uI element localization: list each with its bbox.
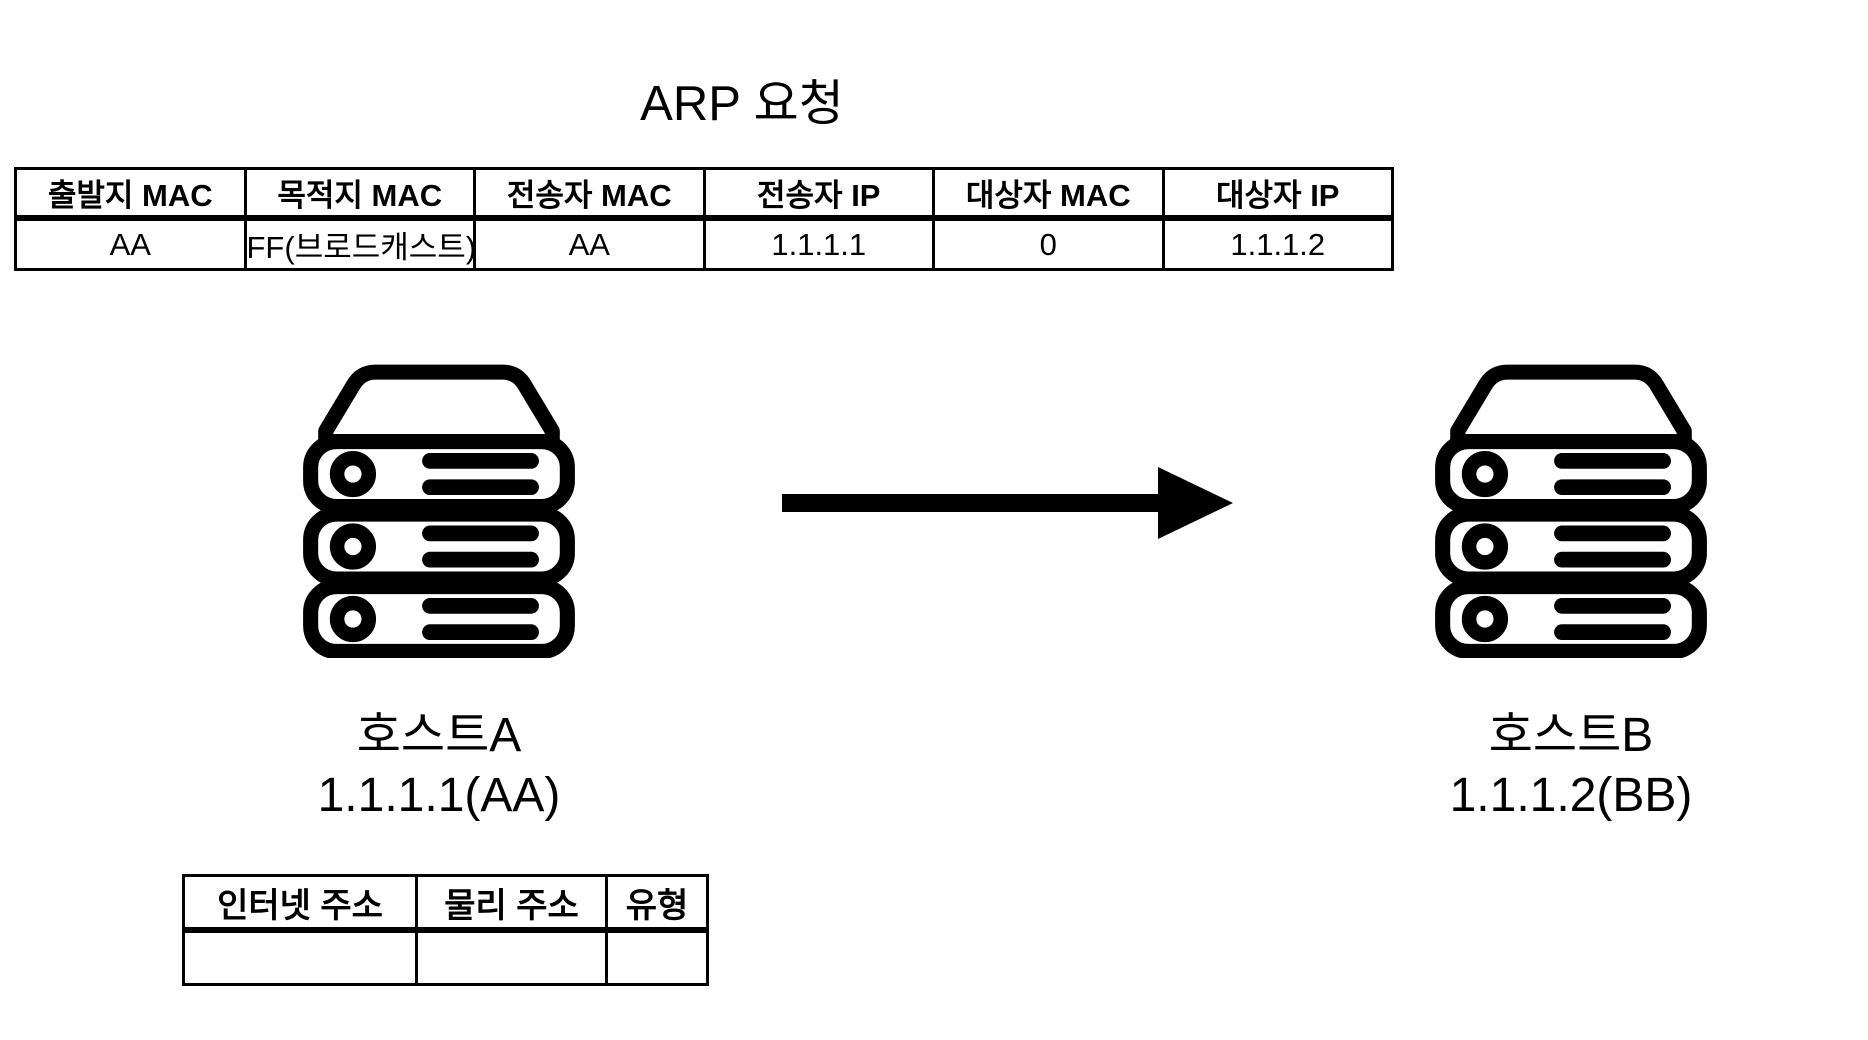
header-target-mac: 대상자 MAC	[932, 167, 1165, 221]
header-source-mac: 출발지 MAC	[14, 167, 247, 221]
header-target-ip: 대상자 IP	[1161, 167, 1394, 221]
value-target-mac: 0	[932, 216, 1165, 271]
host-a-label: 호스트A 1.1.1.1(AA)	[259, 706, 619, 826]
host-a-name: 호스트A	[356, 709, 522, 762]
header-sender-ip: 전송자 IP	[702, 167, 935, 221]
arp-cache-header-row: 인터넷 주소 물리 주소 유형	[182, 874, 709, 933]
value-sender-mac: AA	[473, 216, 706, 271]
arp-packet-header-row: 출발지 MAC 목적지 MAC 전송자 MAC 전송자 IP 대상자 MAC 대…	[14, 167, 1394, 221]
arp-cache-table: 인터넷 주소 물리 주소 유형	[182, 874, 709, 986]
cell-type	[605, 928, 709, 986]
host-b-name: 호스트B	[1488, 709, 1654, 762]
arp-cache-empty-row	[182, 928, 709, 986]
host-b-address: 1.1.1.2(BB)	[1449, 769, 1693, 822]
host-b-server-icon	[1435, 364, 1707, 658]
arp-packet-table: 출발지 MAC 목적지 MAC 전송자 MAC 전송자 IP 대상자 MAC 대…	[14, 167, 1394, 271]
value-source-mac: AA	[14, 216, 247, 271]
value-sender-ip: 1.1.1.1	[702, 216, 935, 271]
header-physical-address: 물리 주소	[415, 874, 608, 933]
cell-internet-address	[182, 928, 418, 986]
header-type: 유형	[605, 874, 709, 933]
header-internet-address: 인터넷 주소	[182, 874, 418, 933]
header-dest-mac: 목적지 MAC	[243, 167, 476, 221]
value-target-ip: 1.1.1.2	[1161, 216, 1394, 271]
header-sender-mac: 전송자 MAC	[473, 167, 706, 221]
arp-packet-value-row: AA FF(브로드캐스트) AA 1.1.1.1 0 1.1.1.2	[14, 216, 1394, 271]
host-a-server-icon	[303, 364, 575, 658]
value-dest-mac: FF(브로드캐스트)	[243, 216, 476, 271]
host-b-label: 호스트B 1.1.1.2(BB)	[1391, 706, 1751, 826]
cell-physical-address	[415, 928, 608, 986]
page-title: ARP 요청	[640, 77, 844, 131]
host-a-address: 1.1.1.1(AA)	[317, 769, 561, 822]
arrow-right-icon	[782, 467, 1233, 539]
